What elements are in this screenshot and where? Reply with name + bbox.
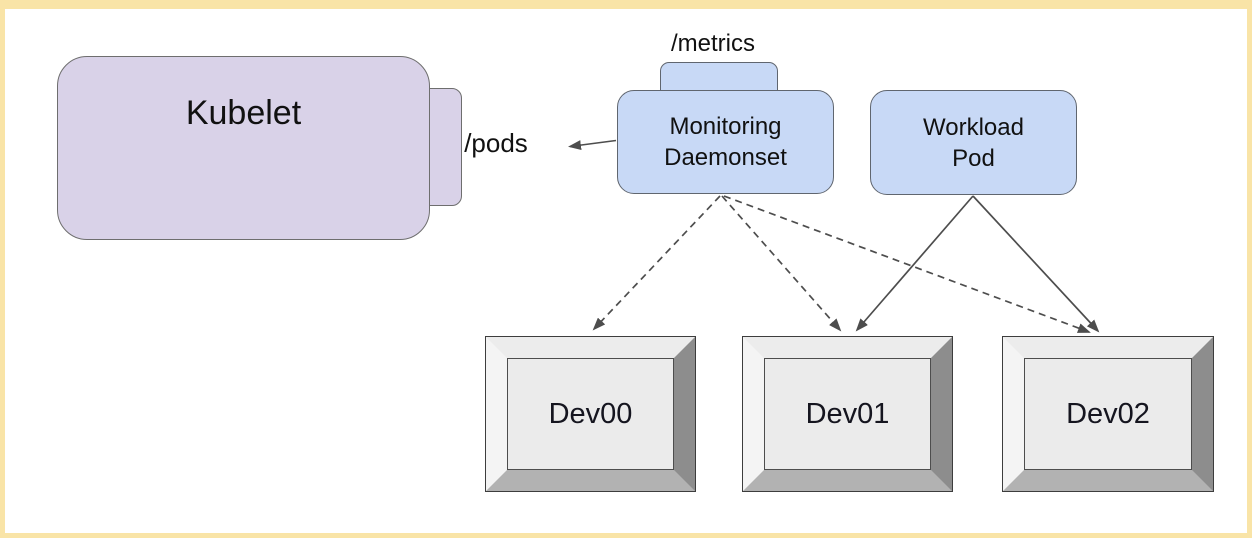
edge-md-to-dev02 [723,195,1091,333]
device-label-dev01: Dev01 [764,358,931,470]
monitoring-daemonset-node: Monitoring Daemonset [617,90,834,194]
kubelet-node: Kubelet [57,56,430,240]
metrics-endpoint-label: /metrics [671,30,755,57]
device-label-dev00: Dev00 [507,358,674,470]
workload-pod-label-line1: Workload [923,113,1024,141]
edge-wp-to-dev01 [855,195,974,332]
edge-md-to-pods [568,139,617,151]
device-node-dev02: Dev02 [1002,336,1214,492]
pods-endpoint-label: /pods [464,128,528,158]
edge-md-to-dev01 [721,195,842,332]
workload-pod-node: Workload Pod [870,90,1077,195]
workload-pod-label-line2: Pod [952,144,995,172]
edge-md-to-dev00 [592,195,721,331]
kubelet-label: Kubelet [185,94,302,132]
edge-wp-to-dev02 [972,195,1100,333]
device-label-dev02: Dev02 [1024,358,1192,470]
monitoring-daemonset-label-line2: Daemonset [664,144,787,171]
device-node-dev01: Dev01 [742,336,953,492]
monitoring-daemonset-label-line1: Monitoring [669,113,782,140]
device-node-dev00: Dev00 [485,336,696,492]
